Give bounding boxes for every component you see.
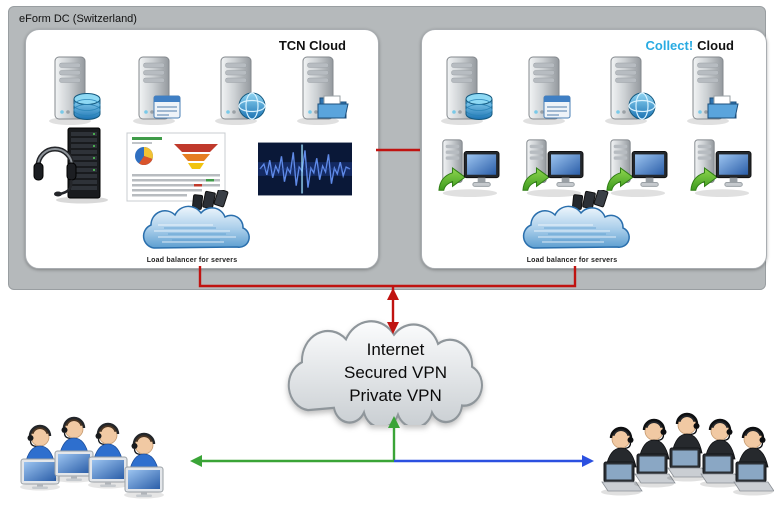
- dc-label: eForm DC (Switzerland): [19, 13, 137, 25]
- blue-arrow-right-icon: [582, 455, 594, 467]
- sync-workstation-icon: [600, 136, 672, 198]
- database-server-icon: [40, 54, 104, 126]
- sync-workstation-icon: [432, 136, 504, 198]
- private-vpn-line: Private VPN: [349, 386, 442, 405]
- voice-waveform-panel-icon: [258, 142, 352, 196]
- file-server-folder-icon: [288, 54, 352, 126]
- tcn-load-balancer-label: Load balancer for servers: [146, 257, 238, 264]
- internet-line: Internet: [366, 340, 425, 359]
- collect-cloud-box: Collect!Cloud Load balancer for servers: [421, 29, 767, 269]
- load-balancer-icon: [132, 190, 262, 256]
- app-server-icon: [124, 54, 188, 126]
- collect-brand-text: Collect!: [645, 38, 694, 53]
- eform-dc-container: eForm DC (Switzerland) TCN Cloud Load ba…: [8, 6, 767, 290]
- green-connectors: [198, 425, 396, 463]
- sync-workstation-icon: [516, 136, 588, 198]
- web-server-globe-icon: [206, 54, 270, 126]
- agents-group-left: [18, 416, 166, 501]
- collect-cloud-title: Collect!Cloud: [646, 38, 735, 53]
- agents-group-right: [600, 412, 774, 498]
- sync-workstation-icon: [684, 136, 756, 198]
- app-server-icon: [514, 54, 578, 126]
- tcn-cloud-box: TCN Cloud Load balancer for servers: [25, 29, 379, 269]
- load-balancer-icon: [512, 190, 642, 256]
- tcn-cloud-title: TCN Cloud: [278, 38, 346, 53]
- collect-cloud-suffix: Cloud: [697, 38, 734, 53]
- secured-vpn-line: Secured VPN: [344, 363, 447, 382]
- collect-load-balancer-label: Load balancer for servers: [526, 257, 618, 264]
- internet-cloud-text: Internet Secured VPN Private VPN: [253, 338, 538, 407]
- web-server-globe-icon: [596, 54, 660, 126]
- green-arrow-left-icon: [190, 455, 202, 467]
- database-server-icon: [432, 54, 496, 126]
- file-server-folder-icon: [678, 54, 742, 126]
- call-center-rack-headset-icon: [30, 126, 114, 204]
